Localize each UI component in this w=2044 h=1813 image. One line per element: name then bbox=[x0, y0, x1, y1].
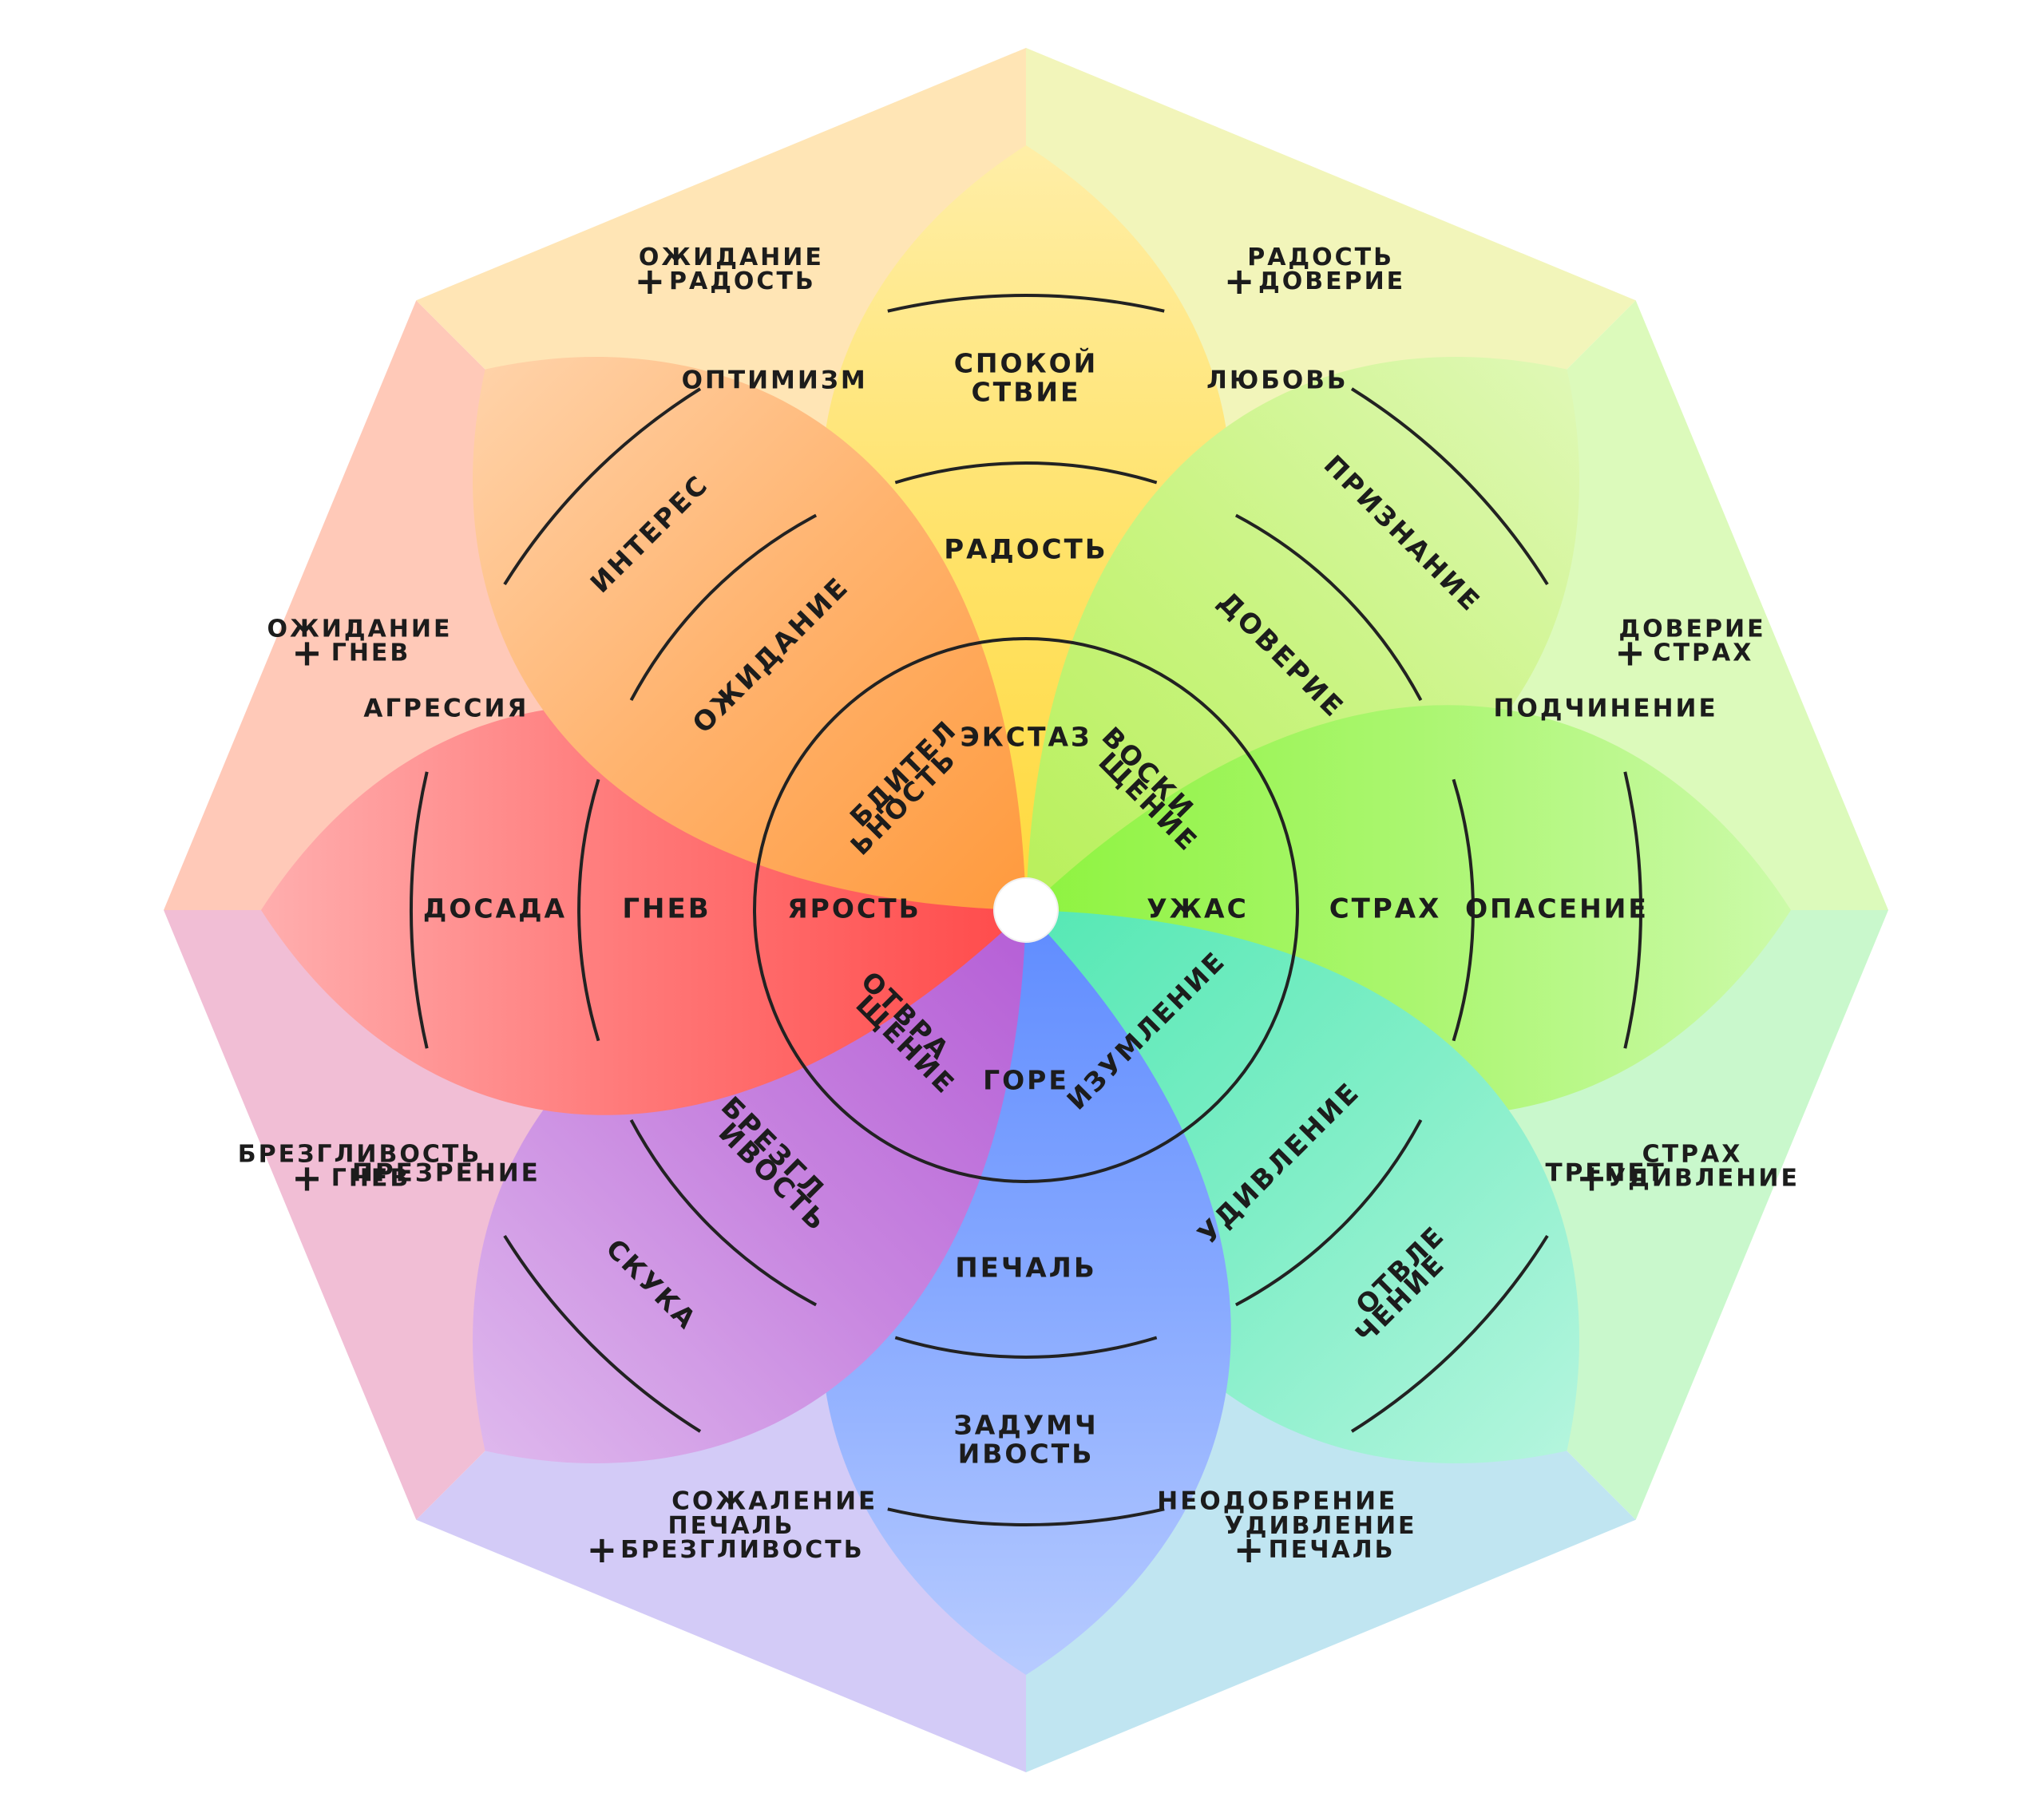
label-primary-joy: РАДОСТЬ bbox=[944, 534, 1107, 566]
petals bbox=[261, 145, 1791, 1675]
dyad-result: ТРЕПЕТ bbox=[1545, 1158, 1666, 1187]
dyad-pair-a: УДИВЛЕНИЕ bbox=[1225, 1512, 1417, 1540]
plus-icon: + bbox=[291, 1157, 323, 1200]
dyad-pair-b: БРЕЗГЛИВОСТЬ bbox=[620, 1536, 865, 1564]
petal-anticipation bbox=[473, 357, 1026, 910]
plus-icon: + bbox=[1576, 1157, 1607, 1200]
intensity-divider bbox=[1350, 1234, 1549, 1433]
dyad-pair-a: ОЖИДАНИЕ bbox=[639, 243, 824, 271]
intensity-divider bbox=[1623, 771, 1643, 1049]
dyad-pair-b: ГНЕВ bbox=[331, 639, 411, 667]
intensity-divider bbox=[629, 513, 818, 702]
dyad-pair-a: СТРАХ bbox=[1642, 1141, 1743, 1169]
dyad-pair-a: ДОВЕРИЕ bbox=[1618, 615, 1765, 643]
dyad-result: ОПТИМИЗМ bbox=[682, 366, 868, 394]
intensity-divider bbox=[629, 1118, 818, 1307]
label-outer-joy: СТВИЕ bbox=[971, 377, 1080, 408]
dyad-pair-b: ДОВЕРИЕ bbox=[1258, 267, 1405, 295]
intensity-divider bbox=[1350, 387, 1549, 586]
dyad-pair-b: УДИВЛЕНИЕ bbox=[1607, 1165, 1800, 1193]
intensity-divider bbox=[1234, 1118, 1423, 1307]
plus-icon: + bbox=[1614, 631, 1646, 674]
dyad-pair-a: БРЕЗГЛИВОСТЬ bbox=[238, 1141, 482, 1169]
intensity-divider bbox=[894, 1336, 1158, 1359]
intensity-divider bbox=[1234, 513, 1423, 702]
dyad-pair-a: ОЖИДАНИЕ bbox=[267, 615, 453, 643]
inner-intensity-ring bbox=[753, 637, 1299, 1183]
dyad-result: АГРЕССИЯ bbox=[363, 695, 529, 723]
intensity-divider bbox=[887, 293, 1165, 313]
label-inner-fear: УЖАС bbox=[1147, 893, 1249, 924]
plus-icon: + bbox=[1224, 259, 1255, 303]
intensity-divider bbox=[894, 461, 1158, 485]
label-primary-fear: СТРАХ bbox=[1329, 893, 1442, 925]
dyad-pair-b: ПЕЧАЛЬ bbox=[1269, 1536, 1396, 1564]
label-outer-sadness: ИВОСТЬ bbox=[958, 1439, 1095, 1470]
plus-icon: + bbox=[1234, 1528, 1265, 1571]
label-outer-anger: ДОСАДА bbox=[423, 893, 567, 924]
intensity-divider bbox=[503, 387, 702, 586]
dyad-result: ЛЮБОВЬ bbox=[1206, 366, 1348, 394]
dyad-result: НЕОДОБРЕНИЕ bbox=[1157, 1487, 1397, 1516]
dyad-result: СОЖАЛЕНИЕ bbox=[671, 1487, 877, 1516]
label-inner-joy: ЭКСТАЗ bbox=[961, 722, 1092, 753]
dyad-pair-a: ПЕЧАЛЬ bbox=[667, 1512, 794, 1540]
intensity-dividers bbox=[409, 293, 1643, 1527]
intensity-divider bbox=[503, 1234, 702, 1433]
label-inner-anger: ЯРОСТЬ bbox=[787, 893, 921, 924]
label-outer-fear: ОПАСЕНИЕ bbox=[1465, 893, 1649, 924]
label-inner-sadness: ГОРЕ bbox=[983, 1065, 1069, 1096]
plus-icon: + bbox=[587, 1528, 618, 1571]
dyad-pair-b: ГНЕВ bbox=[331, 1165, 411, 1193]
dyad-pair-a: РАДОСТЬ bbox=[1247, 243, 1394, 271]
intensity-divider bbox=[577, 778, 600, 1042]
plus-icon: + bbox=[635, 259, 666, 303]
dyad-result: ПРЕЗРЕНИЕ bbox=[352, 1158, 541, 1187]
plus-icon: + bbox=[291, 631, 323, 674]
intensity-divider bbox=[409, 771, 429, 1049]
dyad-result: ПОДЧИНЕНИЕ bbox=[1494, 695, 1718, 723]
label-outer-joy: СПОКОЙ bbox=[954, 347, 1099, 379]
center-dot bbox=[993, 877, 1059, 943]
label-outer-sadness: ЗАДУМЧ bbox=[953, 1410, 1098, 1441]
intensity-divider bbox=[1452, 778, 1475, 1042]
intensity-divider bbox=[887, 1507, 1165, 1527]
label-primary-anger: ГНЕВ bbox=[622, 893, 711, 925]
label-primary-sadness: ПЕЧАЛЬ bbox=[955, 1253, 1097, 1285]
dyad-pair-b: РАДОСТЬ bbox=[669, 267, 816, 295]
dyad-pair-b: СТРАХ bbox=[1654, 639, 1754, 667]
